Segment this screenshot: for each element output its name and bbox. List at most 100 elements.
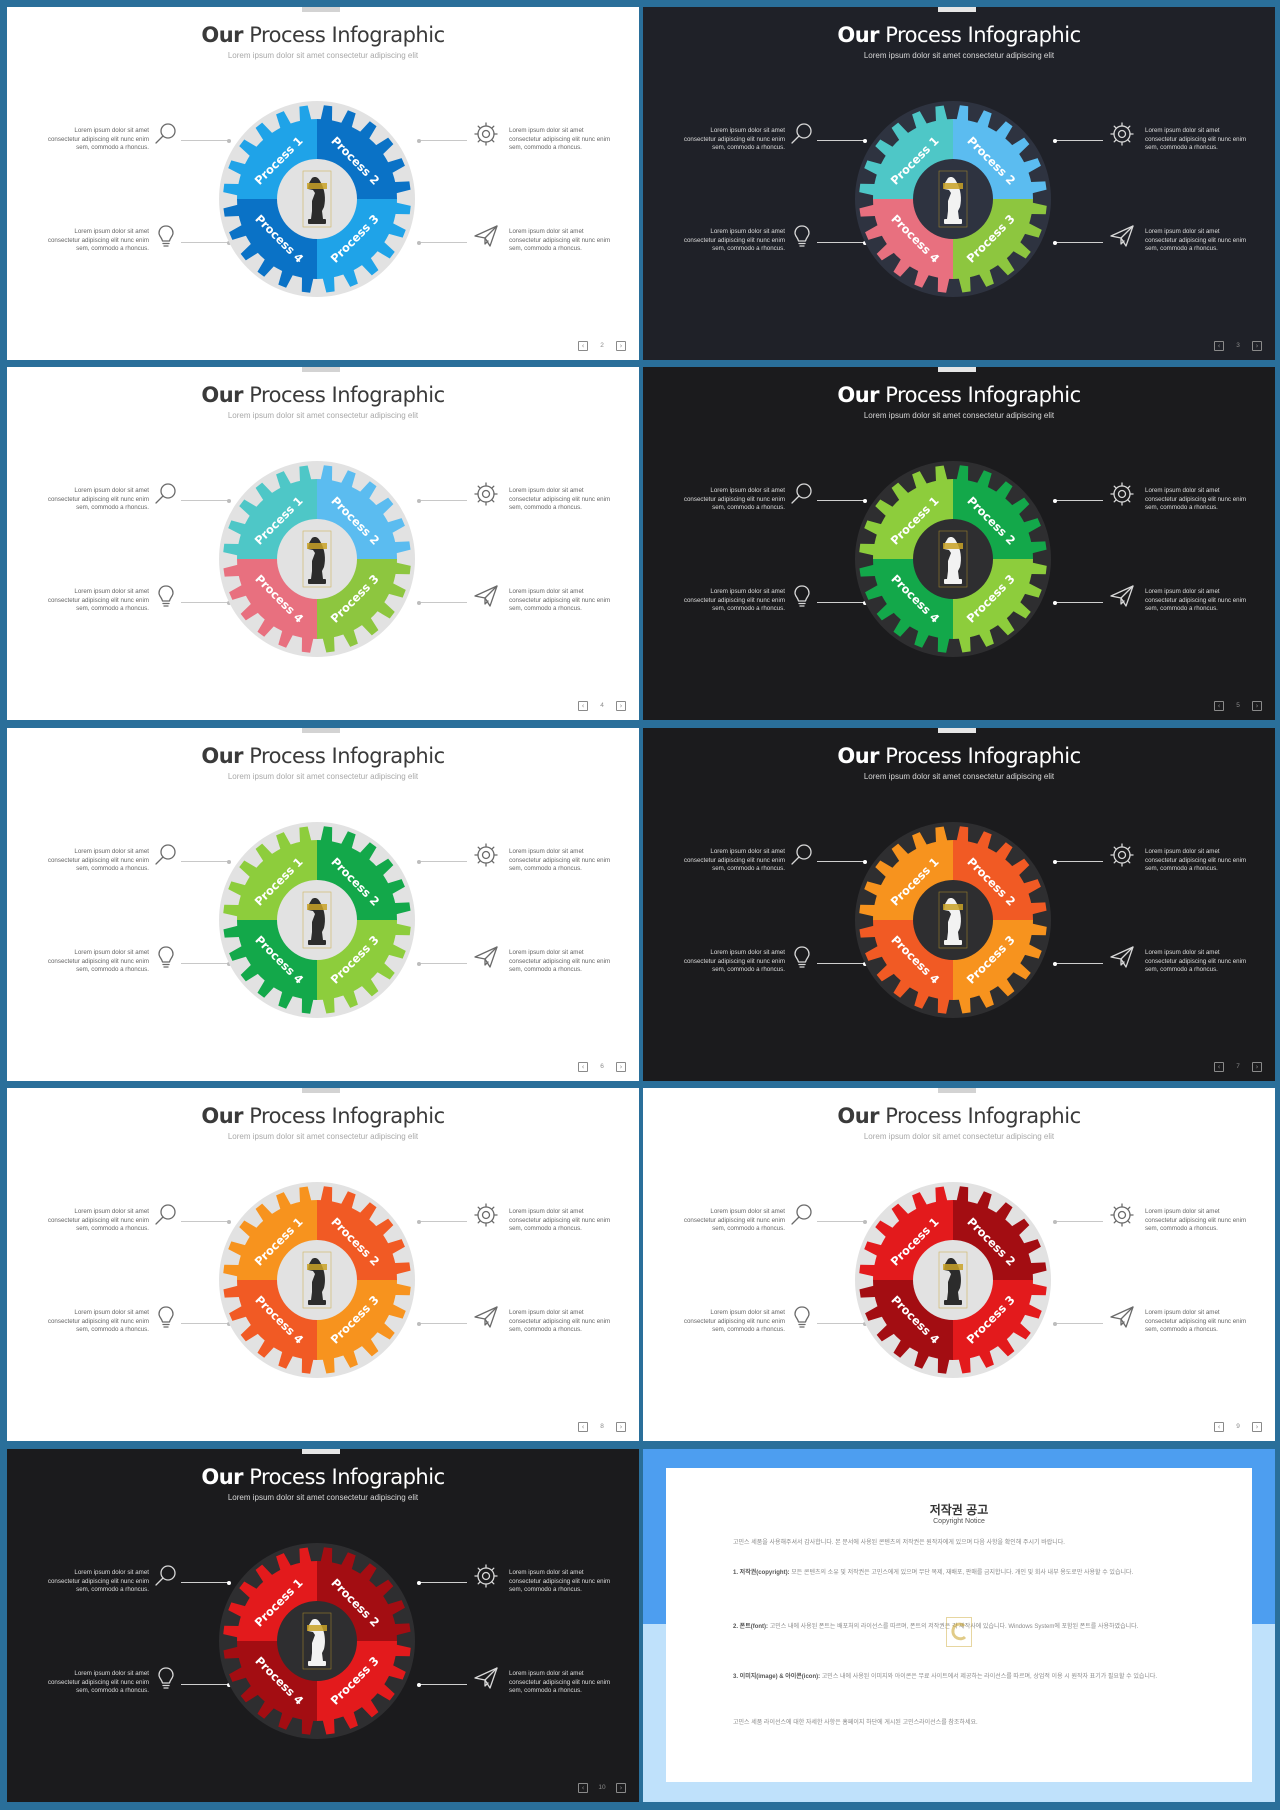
gear-icon — [1109, 481, 1135, 507]
description-right-top: Lorem ipsum dolor sit amet consectetur a… — [1145, 1208, 1247, 1232]
description-right-top: Lorem ipsum dolor sit amet consectetur a… — [509, 848, 611, 872]
slide-thumbnail[interactable]: Our Process Infographic Lorem ipsum dolo… — [643, 367, 1275, 720]
connector-line — [417, 859, 467, 864]
connector-line — [1053, 1321, 1103, 1326]
description-right-top: Lorem ipsum dolor sit amet consectetur a… — [509, 1569, 611, 1593]
page-number: 8 — [600, 1423, 604, 1430]
slide-thumbnail[interactable]: Our Process Infographic Lorem ipsum dolo… — [643, 7, 1275, 360]
description-right-bottom: Lorem ipsum dolor sit amet consectetur a… — [1145, 1309, 1247, 1333]
magnifier-icon — [153, 1563, 179, 1589]
chess-knight-icon — [938, 530, 968, 588]
paper-plane-icon — [1109, 944, 1135, 970]
page-number: 6 — [600, 1063, 604, 1070]
description-left-top: Lorem ipsum dolor sit amet consectetur a… — [47, 1208, 149, 1232]
connector-line — [1053, 859, 1103, 864]
slide-thumbnail[interactable]: Our Process Infographic Lorem ipsum dolo… — [7, 7, 639, 360]
copyright-intro: 고민스 세품을 사용해주셔서 감사합니다. 본 문서에 사용된 콘텐츠의 저작권… — [733, 1540, 1065, 1546]
slide-top-bar — [302, 7, 340, 12]
slide-title: Our Process Infographic — [201, 744, 445, 768]
slide-thumbnail[interactable]: Our Process Infographic Lorem ipsum dolo… — [7, 1449, 639, 1802]
copyright-paragraph-3: 3. 이미지(image) & 아이콘(icon): 고민스 내에 사용된 이미… — [733, 1674, 1158, 1680]
gear-icon — [1109, 842, 1135, 868]
slide-pager: ‹ 9 › — [1214, 1422, 1262, 1434]
next-slide-button[interactable]: › — [1252, 701, 1262, 711]
prev-slide-button[interactable]: ‹ — [1214, 1422, 1224, 1432]
next-slide-button[interactable]: › — [1252, 341, 1262, 351]
prev-slide-button[interactable]: ‹ — [578, 1783, 588, 1793]
prev-slide-button[interactable]: ‹ — [578, 341, 588, 351]
description-left-top: Lorem ipsum dolor sit amet consectetur a… — [47, 127, 149, 151]
next-slide-button[interactable]: › — [616, 1422, 626, 1432]
slide-thumbnail[interactable]: Our Process Infographic Lorem ipsum dolo… — [643, 728, 1275, 1081]
slide-top-bar — [938, 728, 976, 733]
magnifier-icon — [789, 481, 815, 507]
next-slide-button[interactable]: › — [1252, 1422, 1262, 1432]
description-left-top: Lorem ipsum dolor sit amet consectetur a… — [47, 848, 149, 872]
magnifier-icon — [153, 1202, 179, 1228]
lightbulb-icon — [789, 223, 815, 249]
copyright-paragraph-1: 1. 저작권(copyright): 모든 콘텐츠의 소유 및 저작권은 고민스… — [733, 1570, 1134, 1576]
slide-subtitle: Lorem ipsum dolor sit amet consectetur a… — [863, 411, 1055, 420]
connector-line — [817, 1321, 867, 1326]
slide-title: Our Process Infographic — [201, 383, 445, 407]
prev-slide-button[interactable]: ‹ — [1214, 341, 1224, 351]
gear-icon — [473, 121, 499, 147]
slide-thumbnail[interactable]: Our Process Infographic Lorem ipsum dolo… — [643, 1088, 1275, 1441]
chess-knight-icon — [302, 530, 332, 588]
prev-slide-button[interactable]: ‹ — [1214, 1062, 1224, 1072]
lightbulb-icon — [789, 944, 815, 970]
prev-slide-button[interactable]: ‹ — [1214, 701, 1224, 711]
lightbulb-icon — [153, 223, 179, 249]
next-slide-button[interactable]: › — [616, 341, 626, 351]
connector-line — [417, 240, 467, 245]
gear-icon — [473, 1202, 499, 1228]
next-slide-button[interactable]: › — [616, 1783, 626, 1793]
lightbulb-icon — [789, 583, 815, 609]
description-left-top: Lorem ipsum dolor sit amet consectetur a… — [683, 127, 785, 151]
description-left-bottom: Lorem ipsum dolor sit amet consectetur a… — [47, 228, 149, 252]
slide-subtitle: Lorem ipsum dolor sit amet consectetur a… — [863, 1132, 1055, 1141]
slide-top-bar — [302, 1449, 340, 1454]
gear-icon — [473, 481, 499, 507]
page-number: 3 — [1236, 342, 1240, 349]
description-left-top: Lorem ipsum dolor sit amet consectetur a… — [47, 1569, 149, 1593]
slide-top-bar — [302, 728, 340, 733]
prev-slide-button[interactable]: ‹ — [578, 1062, 588, 1072]
slide-title: Our Process Infographic — [201, 23, 445, 47]
paper-plane-icon — [473, 1665, 499, 1691]
connector-line — [817, 1219, 867, 1224]
slide-subtitle: Lorem ipsum dolor sit amet consectetur a… — [227, 411, 419, 420]
connector-line — [817, 240, 867, 245]
next-slide-button[interactable]: › — [616, 1062, 626, 1072]
connector-line — [817, 961, 867, 966]
next-slide-button[interactable]: › — [1252, 1062, 1262, 1072]
slide-thumbnail[interactable]: Our Process Infographic Lorem ipsum dolo… — [7, 367, 639, 720]
magnifier-icon — [789, 1202, 815, 1228]
copyright-slide[interactable]: 저작권 공고 Copyright Notice 고민스 세품을 사용해주셔서 감… — [643, 1449, 1275, 1802]
page-number: 9 — [1236, 1423, 1240, 1430]
prev-slide-button[interactable]: ‹ — [578, 701, 588, 711]
slide-top-bar — [938, 367, 976, 372]
next-slide-button[interactable]: › — [616, 701, 626, 711]
chess-knight-icon — [302, 1251, 332, 1309]
slide-thumbnail[interactable]: Our Process Infographic Lorem ipsum dolo… — [7, 1088, 639, 1441]
prev-slide-button[interactable]: ‹ — [578, 1422, 588, 1432]
slide-subtitle: Lorem ipsum dolor sit amet consectetur a… — [227, 51, 419, 60]
description-right-bottom: Lorem ipsum dolor sit amet consectetur a… — [509, 949, 611, 973]
connector-line — [181, 600, 231, 605]
connector-line — [181, 961, 231, 966]
connector-line — [1053, 961, 1103, 966]
magnifier-icon — [789, 121, 815, 147]
connector-line — [817, 859, 867, 864]
copyright-subtitle: Copyright Notice — [933, 1518, 985, 1525]
connector-line — [817, 498, 867, 503]
slide-thumbnail[interactable]: Our Process Infographic Lorem ipsum dolo… — [7, 728, 639, 1081]
connector-line — [417, 600, 467, 605]
connector-line — [181, 1219, 231, 1224]
slide-pager: ‹ 10 › — [578, 1783, 626, 1795]
